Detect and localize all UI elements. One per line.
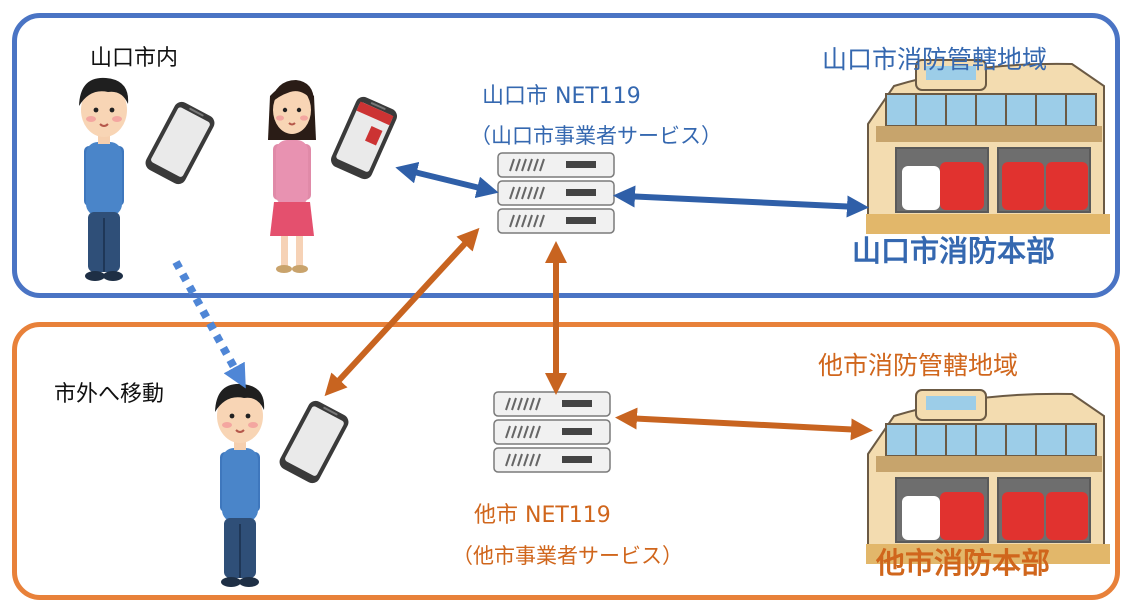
fire-station-icon-yamaguchi <box>865 59 1111 235</box>
yamaguchi-area-label: 山口市消防管轄地域 <box>822 45 1048 74</box>
residents-label: 山口市内 <box>90 46 179 71</box>
server-to-hq-arrow-yamaguchi <box>613 185 869 218</box>
smartphone-icon <box>142 99 218 187</box>
other-server-service: （他市事業者サービス） <box>452 544 683 568</box>
dotted-arrow-icon <box>172 260 246 389</box>
server-icon-yamaguchi <box>497 152 615 234</box>
phone-to-server-arrow <box>395 161 499 199</box>
smartphone-app-icon <box>328 94 400 182</box>
other-fire-hq: 他市消防本部 <box>876 546 1051 580</box>
person-man-icon <box>78 76 130 282</box>
yamaguchi-fire-hq: 山口市消防本部 <box>852 234 1056 268</box>
server-to-hq-arrow-other <box>615 407 873 441</box>
other-area-label: 他市消防管轄地域 <box>818 351 1019 380</box>
move-label: 市外へ移動 <box>54 382 165 407</box>
yamaguchi-server-name: 山口市 NET119 <box>482 84 641 109</box>
smartphone-moved-icon <box>276 398 352 486</box>
fire-station-icon-other <box>865 389 1111 565</box>
person-woman-icon <box>267 79 317 274</box>
yamaguchi-server-service: （山口市事業者サービス） <box>470 124 722 148</box>
person-moved-icon <box>214 382 266 588</box>
server-icon-other <box>493 391 611 473</box>
other-server-name: 他市 NET119 <box>474 503 611 528</box>
phone-to-yamaguchi-server-arrow <box>324 227 480 397</box>
